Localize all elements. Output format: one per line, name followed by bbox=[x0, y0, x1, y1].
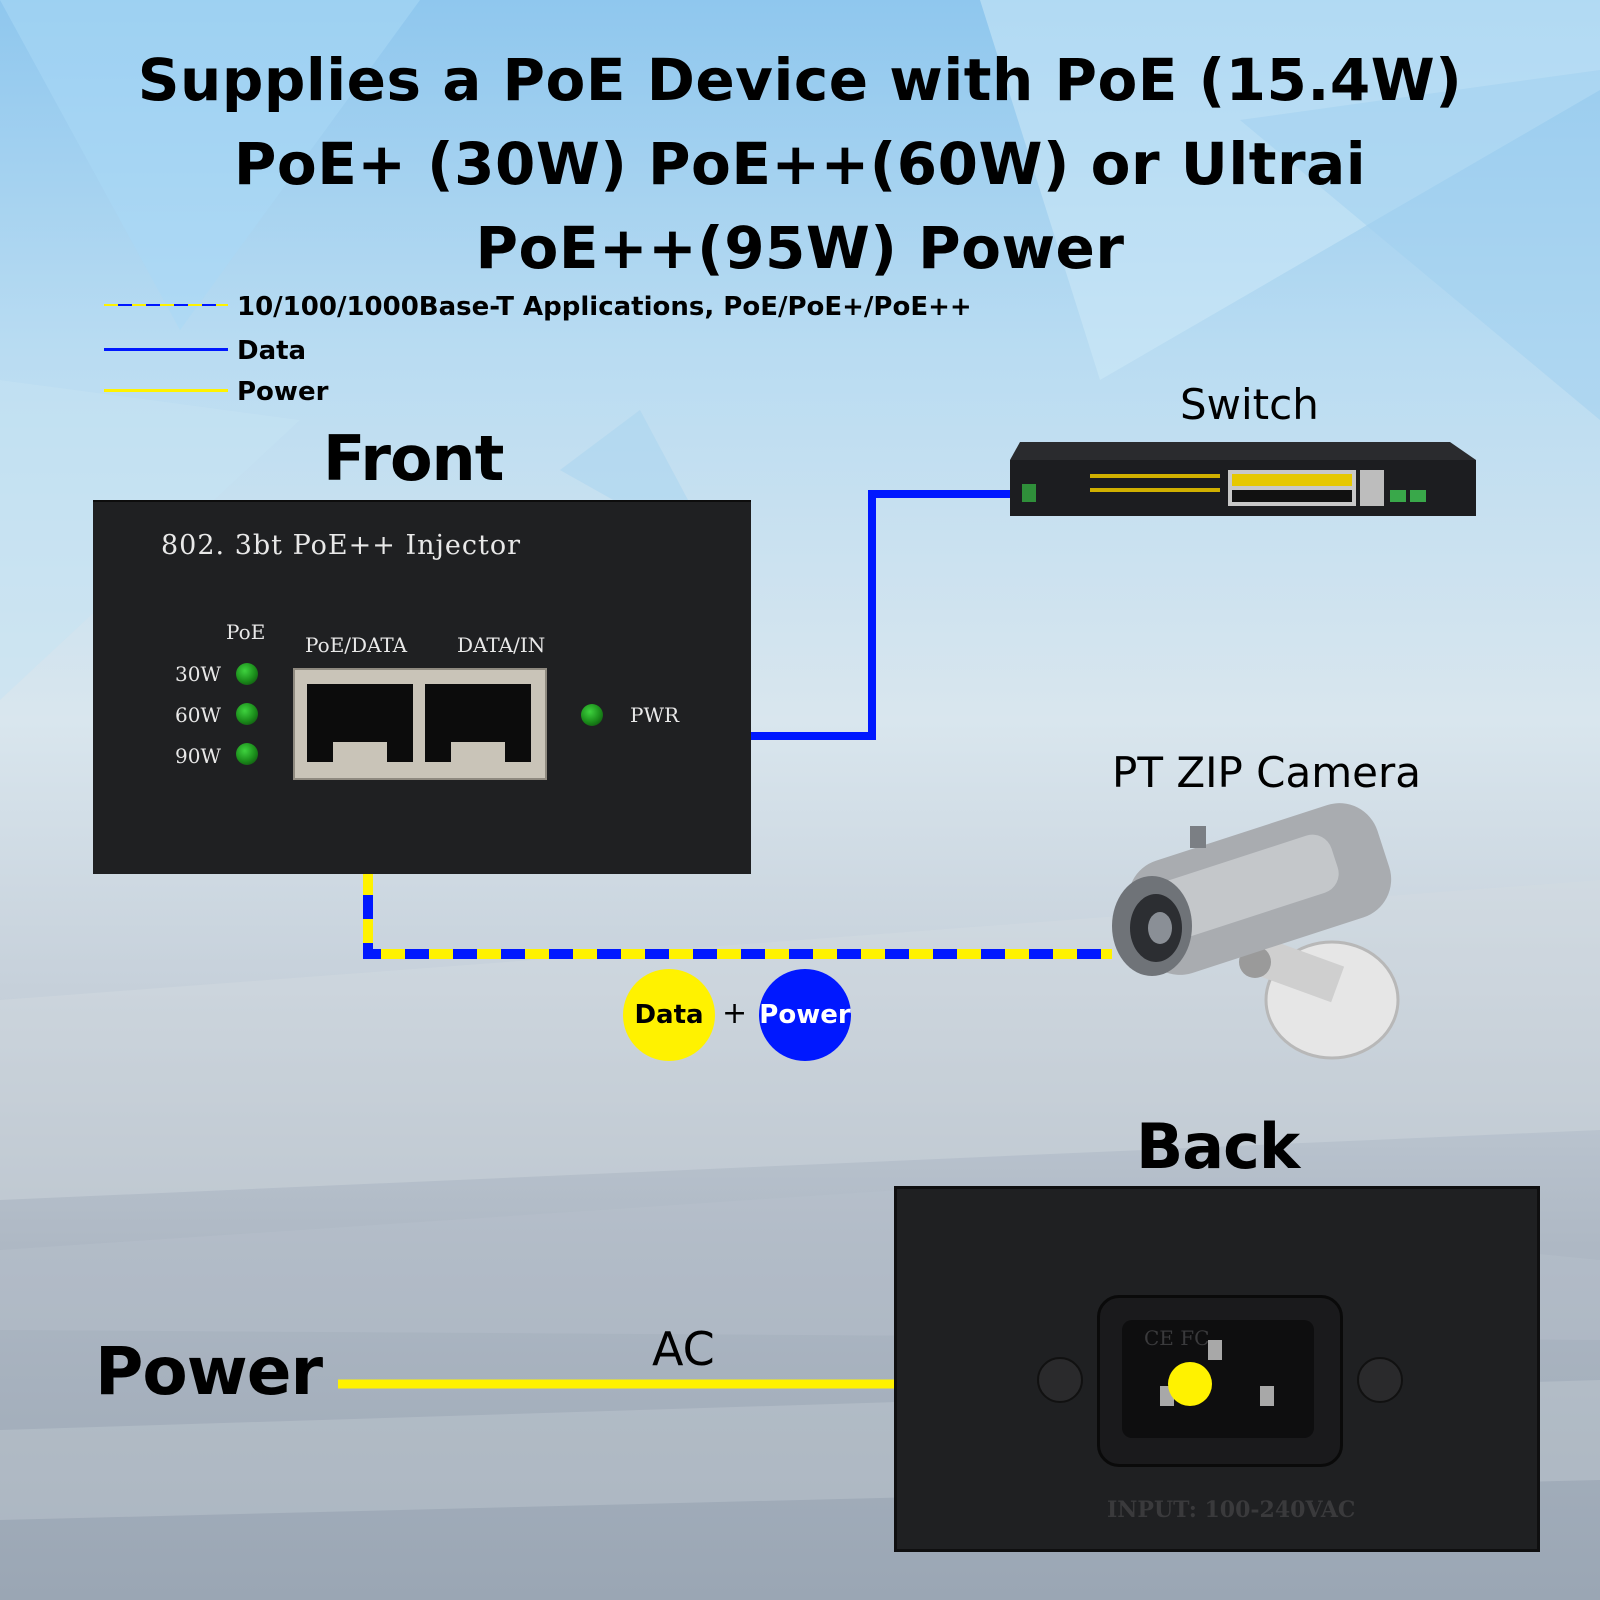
injector-front: 802. 3bt PoE++ Injector PoE 30W 60W 90W … bbox=[93, 500, 751, 874]
device-label: 802. 3bt PoE++ Injector bbox=[161, 530, 521, 561]
led-90w bbox=[236, 743, 258, 765]
socket-pin-right bbox=[1260, 1386, 1274, 1406]
legend-combined-line bbox=[104, 304, 228, 306]
rj45-port-poe-data[interactable] bbox=[307, 684, 413, 762]
rj45-port-data-in[interactable] bbox=[425, 684, 531, 762]
ac-connection-dot bbox=[1168, 1362, 1212, 1406]
iec-socket[interactable]: CE FC bbox=[1122, 1320, 1314, 1438]
input-rating: INPUT: 100-240VAC bbox=[1107, 1497, 1356, 1523]
led-30w bbox=[236, 663, 258, 685]
screw-left bbox=[1037, 1357, 1083, 1403]
led-60w bbox=[236, 703, 258, 725]
page-title: Supplies a PoE Device with PoE (15.4W) P… bbox=[0, 38, 1600, 290]
legend-power-label: Power bbox=[237, 377, 329, 407]
switch-label: Switch bbox=[1180, 380, 1319, 429]
poe-led-heading: PoE bbox=[226, 620, 266, 644]
socket-pin-top bbox=[1208, 1340, 1222, 1360]
legend-data-label: Data bbox=[237, 336, 307, 366]
ac-label: AC bbox=[652, 1322, 715, 1376]
injector-back: CE FC INPUT: 100-240VAC bbox=[894, 1186, 1540, 1552]
title-line-1: Supplies a PoE Device with PoE (15.4W) bbox=[137, 46, 1463, 114]
title-line-2: PoE+ (30W) PoE++(60W) or Ultrai bbox=[233, 130, 1367, 198]
camera-image bbox=[1112, 803, 1400, 1060]
legend-power-line bbox=[104, 389, 228, 392]
pwr-led bbox=[581, 704, 603, 726]
power-label: Power bbox=[95, 1333, 323, 1410]
back-heading: Back bbox=[1136, 1110, 1300, 1183]
socket-marking: CE FC bbox=[1144, 1326, 1210, 1350]
led-label-60w: 60W bbox=[175, 703, 222, 727]
data-bubble: Data bbox=[623, 969, 715, 1061]
screw-right bbox=[1357, 1357, 1403, 1403]
led-label-90w: 90W bbox=[175, 744, 222, 768]
rj45-housing bbox=[293, 668, 547, 780]
pwr-label: PWR bbox=[630, 703, 680, 727]
port-label-poe-data: PoE/DATA bbox=[305, 633, 408, 657]
port-label-data-in: DATA/IN bbox=[457, 633, 546, 657]
led-label-30w: 30W bbox=[175, 662, 222, 686]
legend-combined-label: 10/100/1000Base-T Applications, PoE/PoE+… bbox=[237, 292, 972, 322]
front-heading: Front bbox=[323, 422, 504, 495]
switch-device bbox=[1010, 442, 1476, 516]
camera-label: PT ZIP Camera bbox=[1112, 748, 1421, 797]
legend-data-line bbox=[104, 348, 228, 351]
iec-socket-surround: CE FC bbox=[1097, 1295, 1343, 1467]
title-line-3: PoE++(95W) Power bbox=[475, 214, 1125, 282]
power-bubble: Power bbox=[759, 969, 851, 1061]
plus-sign: + bbox=[722, 996, 748, 1031]
